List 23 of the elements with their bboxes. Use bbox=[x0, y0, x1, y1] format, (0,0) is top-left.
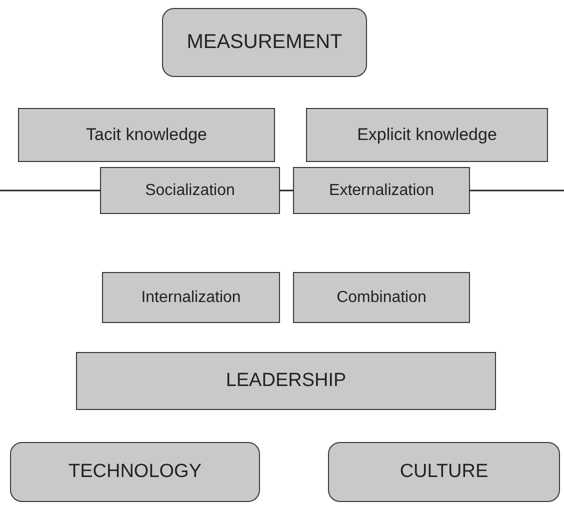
box-label: Externalization bbox=[329, 182, 434, 200]
process-box bbox=[162, 8, 367, 77]
process-box bbox=[306, 108, 548, 162]
process-box bbox=[18, 108, 275, 162]
box-label: MEASUREMENT bbox=[186, 31, 342, 54]
box-label: TECHNOLOGY bbox=[68, 461, 202, 483]
box-label: Tacit knowledge bbox=[86, 125, 207, 145]
box-label: Explicit knowledge bbox=[357, 125, 497, 145]
process-box bbox=[293, 272, 470, 323]
box-label: Combination bbox=[336, 288, 426, 306]
box-label: Socialization bbox=[145, 182, 235, 200]
process-box bbox=[102, 272, 280, 323]
connector-line bbox=[0, 190, 100, 192]
process-box bbox=[328, 442, 560, 502]
process-box bbox=[293, 167, 470, 214]
connector-line bbox=[470, 190, 564, 192]
box-label: CULTURE bbox=[400, 461, 488, 483]
process-box bbox=[100, 167, 280, 214]
process-box bbox=[10, 442, 260, 502]
box-label: Internalization bbox=[141, 288, 241, 306]
connector-line bbox=[280, 190, 293, 192]
process-box bbox=[76, 352, 496, 410]
box-label: LEADERSHIP bbox=[226, 370, 346, 392]
